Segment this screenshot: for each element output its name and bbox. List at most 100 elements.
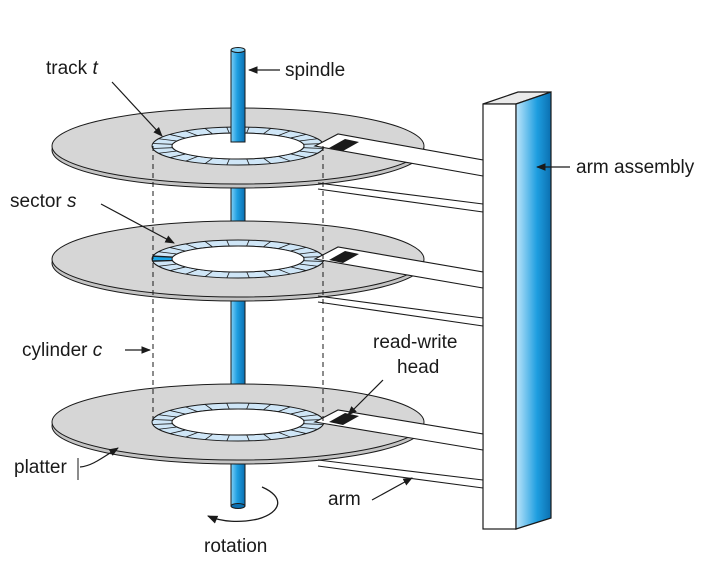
- sector-divider: [158, 251, 178, 255]
- sector-divider: [298, 426, 318, 430]
- sector-leader: [100, 203, 175, 244]
- head-top: [329, 139, 359, 151]
- platter-middle: [51, 220, 425, 302]
- sector-divider: [246, 403, 250, 410]
- spindle-top-cap: [230, 47, 246, 53]
- sector-divider: [152, 423, 173, 425]
- sector-divider: [303, 260, 324, 262]
- sector-divider: [185, 431, 199, 438]
- sector-divider: [226, 158, 230, 165]
- head-bottom: [329, 413, 359, 425]
- sector-divider: [290, 410, 307, 415]
- track-ring: [151, 402, 325, 442]
- platter-bottom: [51, 383, 425, 465]
- sector-divider: [226, 403, 230, 410]
- sector-divider: [262, 404, 272, 411]
- sector-divider: [152, 147, 173, 149]
- track-ring: [151, 126, 325, 166]
- sector-divider: [263, 157, 272, 164]
- sector-divider: [185, 268, 199, 275]
- label-spindle: spindle: [285, 60, 345, 81]
- sector-divider: [226, 240, 230, 247]
- sector-divider: [303, 147, 324, 149]
- arm-bottom: [313, 409, 484, 489]
- sector-divider: [158, 426, 178, 430]
- platter-leader: [79, 447, 119, 468]
- label-head: head: [397, 357, 439, 378]
- sector-divider: [278, 155, 291, 162]
- label-arm-assembly: arm assembly: [576, 157, 695, 178]
- arm-leader: [371, 477, 413, 501]
- arm-assembly-column: [482, 91, 552, 530]
- sector-divider: [169, 153, 186, 158]
- sector-divider: [263, 433, 272, 440]
- sector-divider: [226, 271, 230, 278]
- track-inner-area: [171, 408, 305, 436]
- sector-divider: [158, 138, 178, 142]
- sector-divider: [169, 266, 186, 271]
- track-leader: [111, 81, 163, 137]
- sector-divider: [278, 431, 291, 438]
- sector-divider: [290, 266, 307, 271]
- sector-divider: [185, 155, 199, 162]
- sector-divider: [303, 423, 324, 425]
- sector-divider: [169, 429, 186, 434]
- sector-divider: [152, 143, 173, 145]
- track-ring: [151, 239, 325, 279]
- sector-divider: [246, 240, 250, 247]
- spindle-top: [230, 49, 246, 143]
- sector-divider: [158, 150, 178, 154]
- sector-divider: [277, 243, 291, 250]
- sector-divider: [290, 429, 307, 434]
- arm-middle: [313, 246, 484, 327]
- sector-divider: [152, 260, 173, 262]
- label-track: track t: [46, 58, 98, 79]
- sector-divider: [204, 433, 214, 440]
- sector-divider: [185, 130, 198, 137]
- sector-divider: [204, 157, 214, 164]
- sector-divider: [290, 153, 307, 158]
- sector-divider: [246, 434, 250, 441]
- sector-divider: [290, 247, 307, 252]
- label-platter: platter: [14, 457, 67, 478]
- sector-divider: [246, 271, 250, 278]
- sector-divider: [169, 134, 186, 139]
- sector-divider: [298, 414, 318, 418]
- label-read-write: read-write: [373, 332, 457, 353]
- sector-divider: [298, 251, 318, 255]
- sector-divider: [262, 241, 272, 248]
- sector-divider: [185, 243, 198, 250]
- sector-divider: [226, 127, 230, 134]
- platter-top: [51, 107, 425, 189]
- sector-divider: [152, 256, 173, 258]
- track-inner-area: [171, 245, 305, 273]
- cylinder-outline: [152, 146, 324, 422]
- label-arm: arm: [328, 489, 361, 510]
- sector-divider: [298, 138, 318, 142]
- rotation-arrow: [207, 486, 279, 524]
- sector-divider: [204, 241, 213, 248]
- sector-divider: [277, 130, 291, 137]
- label-rotation: rotation: [204, 536, 267, 557]
- sector-divider: [226, 434, 230, 441]
- head-middle: [329, 251, 359, 263]
- spindle-bottom-cap: [230, 503, 246, 509]
- sector-divider: [246, 158, 250, 165]
- sector-divider: [298, 263, 318, 267]
- sector-divider: [263, 270, 272, 277]
- sector-divider: [298, 150, 318, 154]
- sector-divider: [204, 404, 213, 411]
- arm-top: [313, 133, 484, 213]
- sector-divider: [246, 127, 250, 134]
- sector-divider: [278, 268, 291, 275]
- read-write-head-leader: [347, 379, 384, 416]
- label-cylinder: cylinder c: [22, 340, 103, 361]
- sector-divider: [204, 270, 214, 277]
- sector-divider: [277, 406, 291, 413]
- sector-divider: [204, 128, 213, 135]
- sector-divider: [169, 410, 186, 415]
- sector-divider: [262, 128, 272, 135]
- sector-divider: [152, 419, 173, 421]
